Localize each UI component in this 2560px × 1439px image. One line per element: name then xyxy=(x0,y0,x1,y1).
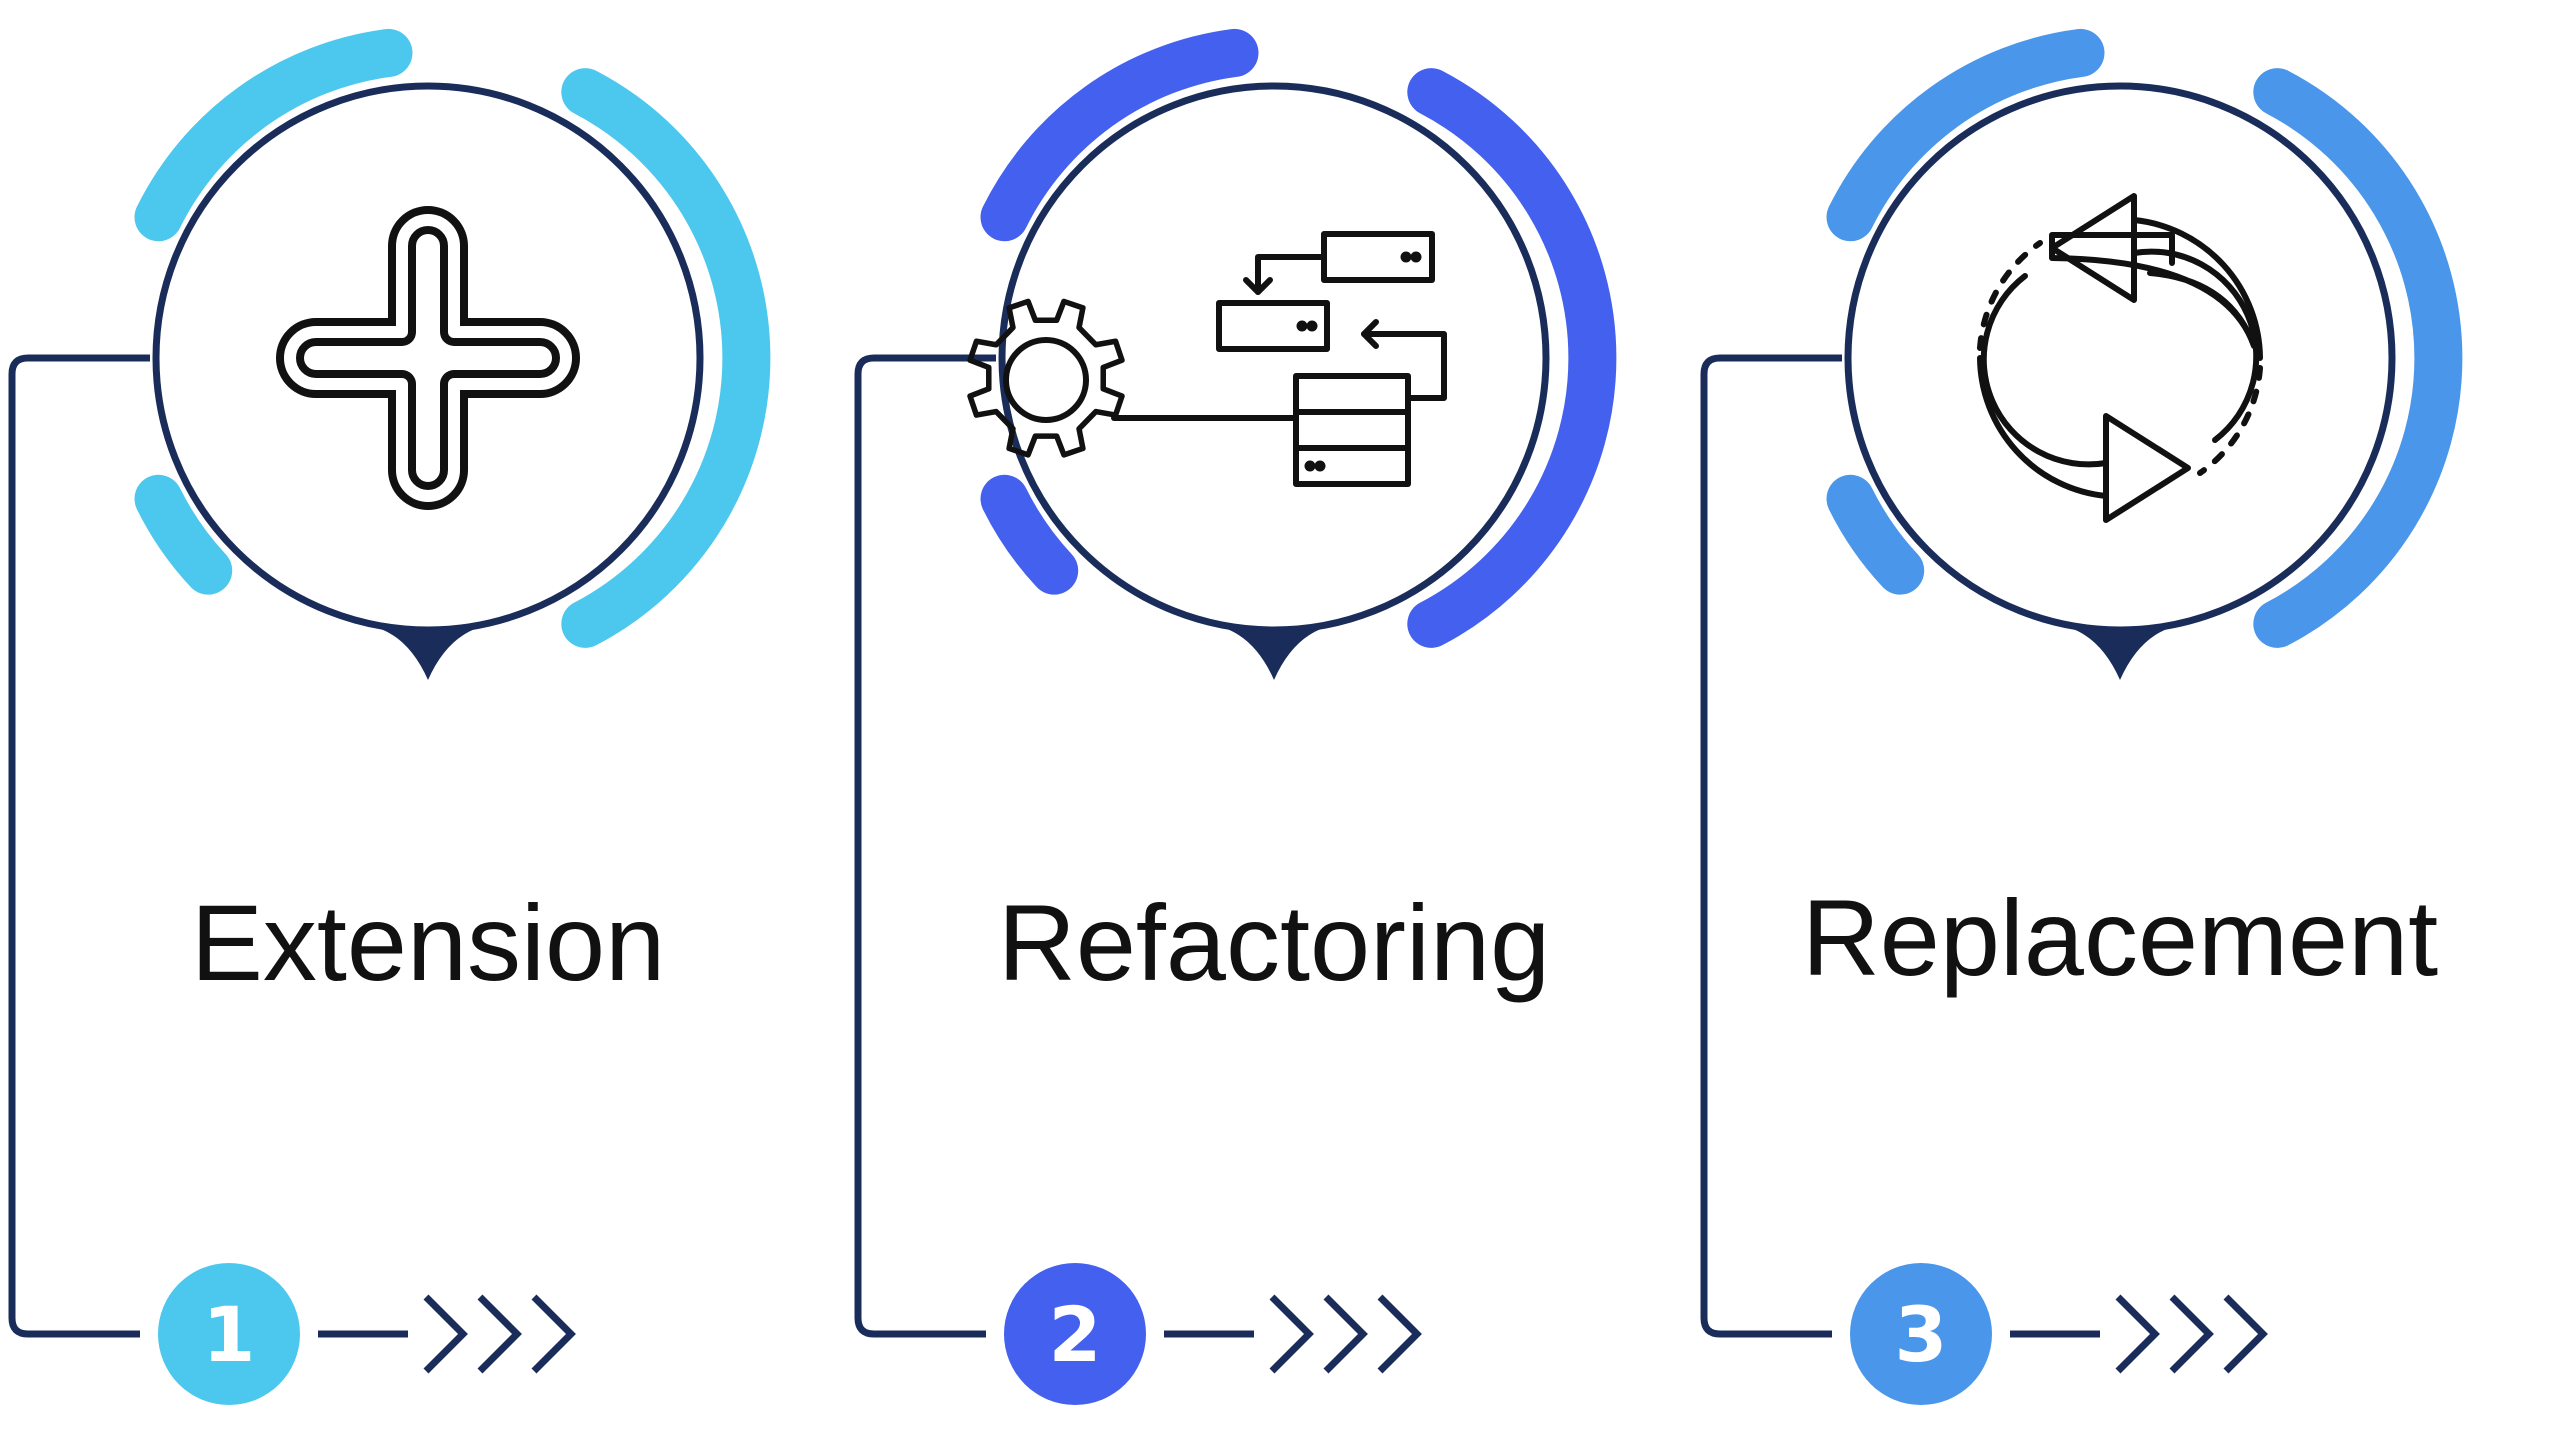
step-1-label: Extension xyxy=(191,882,665,1003)
server-stack-dot-b xyxy=(1314,460,1326,472)
refresh-arrow-top xyxy=(2049,232,2257,349)
step-3-arc-right xyxy=(2253,68,2463,648)
gear-icon-hub xyxy=(1003,337,1089,423)
step-1-arc-bottom-left xyxy=(134,474,233,595)
arrow-top-left xyxy=(1255,254,1327,295)
step-1-connector-line xyxy=(8,354,150,1338)
step-3-badge xyxy=(1844,82,2396,680)
step-1-arc-top-left xyxy=(134,28,413,242)
step-1-chevron-c xyxy=(531,1294,576,1374)
step-3-chevron-c xyxy=(2223,1294,2268,1374)
step-2-footer: 2 xyxy=(1004,1263,1422,1405)
gear-icon xyxy=(967,298,1125,458)
server-box-top-dot-a xyxy=(1400,251,1412,263)
step-3-number: 3 xyxy=(1895,1290,1948,1379)
server-box-top-dot-b xyxy=(1410,251,1422,263)
refresh-arrow-bottom-head xyxy=(2103,413,2191,523)
refresh-arrow-top-inner xyxy=(2131,248,2260,443)
server-box-middle-dot-a xyxy=(1296,320,1308,332)
step-2-arc-top-left xyxy=(980,28,1259,242)
plus-icon-inner xyxy=(284,214,572,502)
step-2-badge-pointer xyxy=(1206,624,1342,680)
step-2: Refactoring 2 xyxy=(854,28,1617,1405)
step-2-chevron-a xyxy=(1269,1294,1314,1374)
step-1-footer: 1 xyxy=(158,1263,576,1405)
server-box-middle-dot-b xyxy=(1306,320,1318,332)
refresh-arrow-bottom-body xyxy=(1977,355,2109,499)
step-2-chevrons-icon xyxy=(1269,1294,1422,1374)
arrow-top-left-head xyxy=(1243,277,1273,295)
step-3-badge-pointer xyxy=(2052,624,2188,680)
step-2-connector-line xyxy=(854,354,996,1338)
step-2-arc-bottom-left xyxy=(980,474,1079,595)
step-3-chevrons-icon xyxy=(2115,1294,2268,1374)
step-1-badge-pointer xyxy=(360,624,496,680)
step-3-connector-line xyxy=(1700,354,1842,1338)
step-1-badge-circle xyxy=(152,82,704,634)
step-3-label: Replacement xyxy=(1802,877,2438,998)
step-3-chevron-a xyxy=(2115,1294,2160,1374)
step-1-arc-right xyxy=(561,68,771,648)
step-3: Replacement 3 xyxy=(1700,28,2463,1405)
step-1-number: 1 xyxy=(203,1290,256,1379)
gear-database-icon xyxy=(967,231,1447,487)
step-1-number-circle xyxy=(158,1263,300,1405)
step-2-label: Refactoring xyxy=(998,882,1550,1003)
step-3-arc-top-left xyxy=(1826,28,2105,242)
step-2-number: 2 xyxy=(1049,1290,1102,1379)
refresh-cycle-icon xyxy=(1977,193,2263,523)
step-2-badge xyxy=(998,82,1550,680)
step-3-footer: 3 xyxy=(1850,1263,2268,1405)
step-2-chevron-c xyxy=(1377,1294,1422,1374)
step-3-badge-circle xyxy=(1844,82,2396,634)
step-1: Extension 1 xyxy=(8,28,771,1405)
step-1-accent-arcs xyxy=(134,28,771,648)
step-2-chevron-b xyxy=(1323,1294,1368,1374)
refresh-arrow-top-body xyxy=(2131,217,2263,361)
plus-icon xyxy=(276,206,580,510)
step-3-chevron-b xyxy=(2169,1294,2214,1374)
step-3-number-circle xyxy=(1850,1263,1992,1405)
step-3-arc-bottom-left xyxy=(1826,474,1925,595)
step-3-accent-arcs xyxy=(1826,28,2463,648)
step-1-badge xyxy=(152,82,704,680)
step-1-chevron-b xyxy=(477,1294,522,1374)
step-2-number-circle xyxy=(1004,1263,1146,1405)
step-1-chevrons-icon xyxy=(423,1294,576,1374)
step-2-arc-right xyxy=(1407,68,1617,648)
server-stack-dot-a xyxy=(1304,460,1316,472)
refresh-arrow-top-head xyxy=(2049,193,2137,303)
arrow-right-loop-head xyxy=(1361,319,1379,349)
step-1-chevron-a xyxy=(423,1294,468,1374)
step-2-badge-circle xyxy=(998,82,1550,634)
refresh-arrow-bottom-inner xyxy=(1980,273,2109,468)
arrow-right-loop xyxy=(1361,331,1447,401)
step-2-accent-arcs xyxy=(980,28,1617,648)
